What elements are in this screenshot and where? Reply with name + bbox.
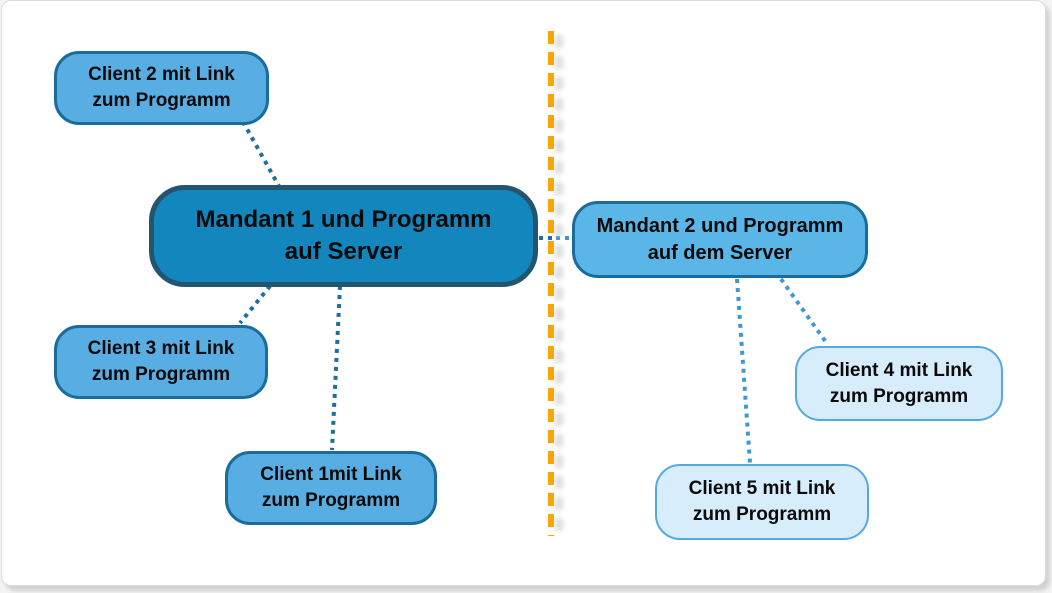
node-mandant-1: Mandant 1 und Programm auf Server	[149, 185, 538, 287]
node-client-5-label: Client 5 mit Link zum Programm	[688, 478, 836, 525]
connector-mandant2-client5	[735, 278, 752, 464]
connector-mandant2-client4	[779, 277, 830, 347]
node-client-1: Client 1mit Link zum Programm	[225, 451, 437, 525]
node-client-3: Client 3 mit Link zum Programm	[54, 325, 268, 399]
node-client-2: Client 2 mit Link zum Programm	[54, 51, 269, 125]
connector-mandant1-client1	[330, 285, 342, 451]
node-client-2-label: Client 2 mit Link zum Programm	[88, 64, 235, 111]
node-client-4-label: Client 4 mit Link zum Programm	[825, 359, 973, 407]
node-client-5: Client 5 mit Link zum Programm	[655, 464, 869, 540]
connector-mandant1-client2	[240, 119, 282, 189]
connector-mandant1-client3	[238, 284, 272, 325]
node-mandant-2-label: Mandant 2 und Programm auf dem Server	[596, 214, 844, 264]
node-client-1-label: Client 1mit Link zum Programm	[260, 464, 402, 511]
node-client-4: Client 4 mit Link zum Programm	[795, 346, 1003, 421]
node-mandant-2: Mandant 2 und Programm auf dem Server	[572, 201, 868, 278]
node-client-3-label: Client 3 mit Link zum Programm	[87, 338, 235, 385]
node-mandant-1-label: Mandant 1 und Programm auf Server	[195, 205, 492, 265]
